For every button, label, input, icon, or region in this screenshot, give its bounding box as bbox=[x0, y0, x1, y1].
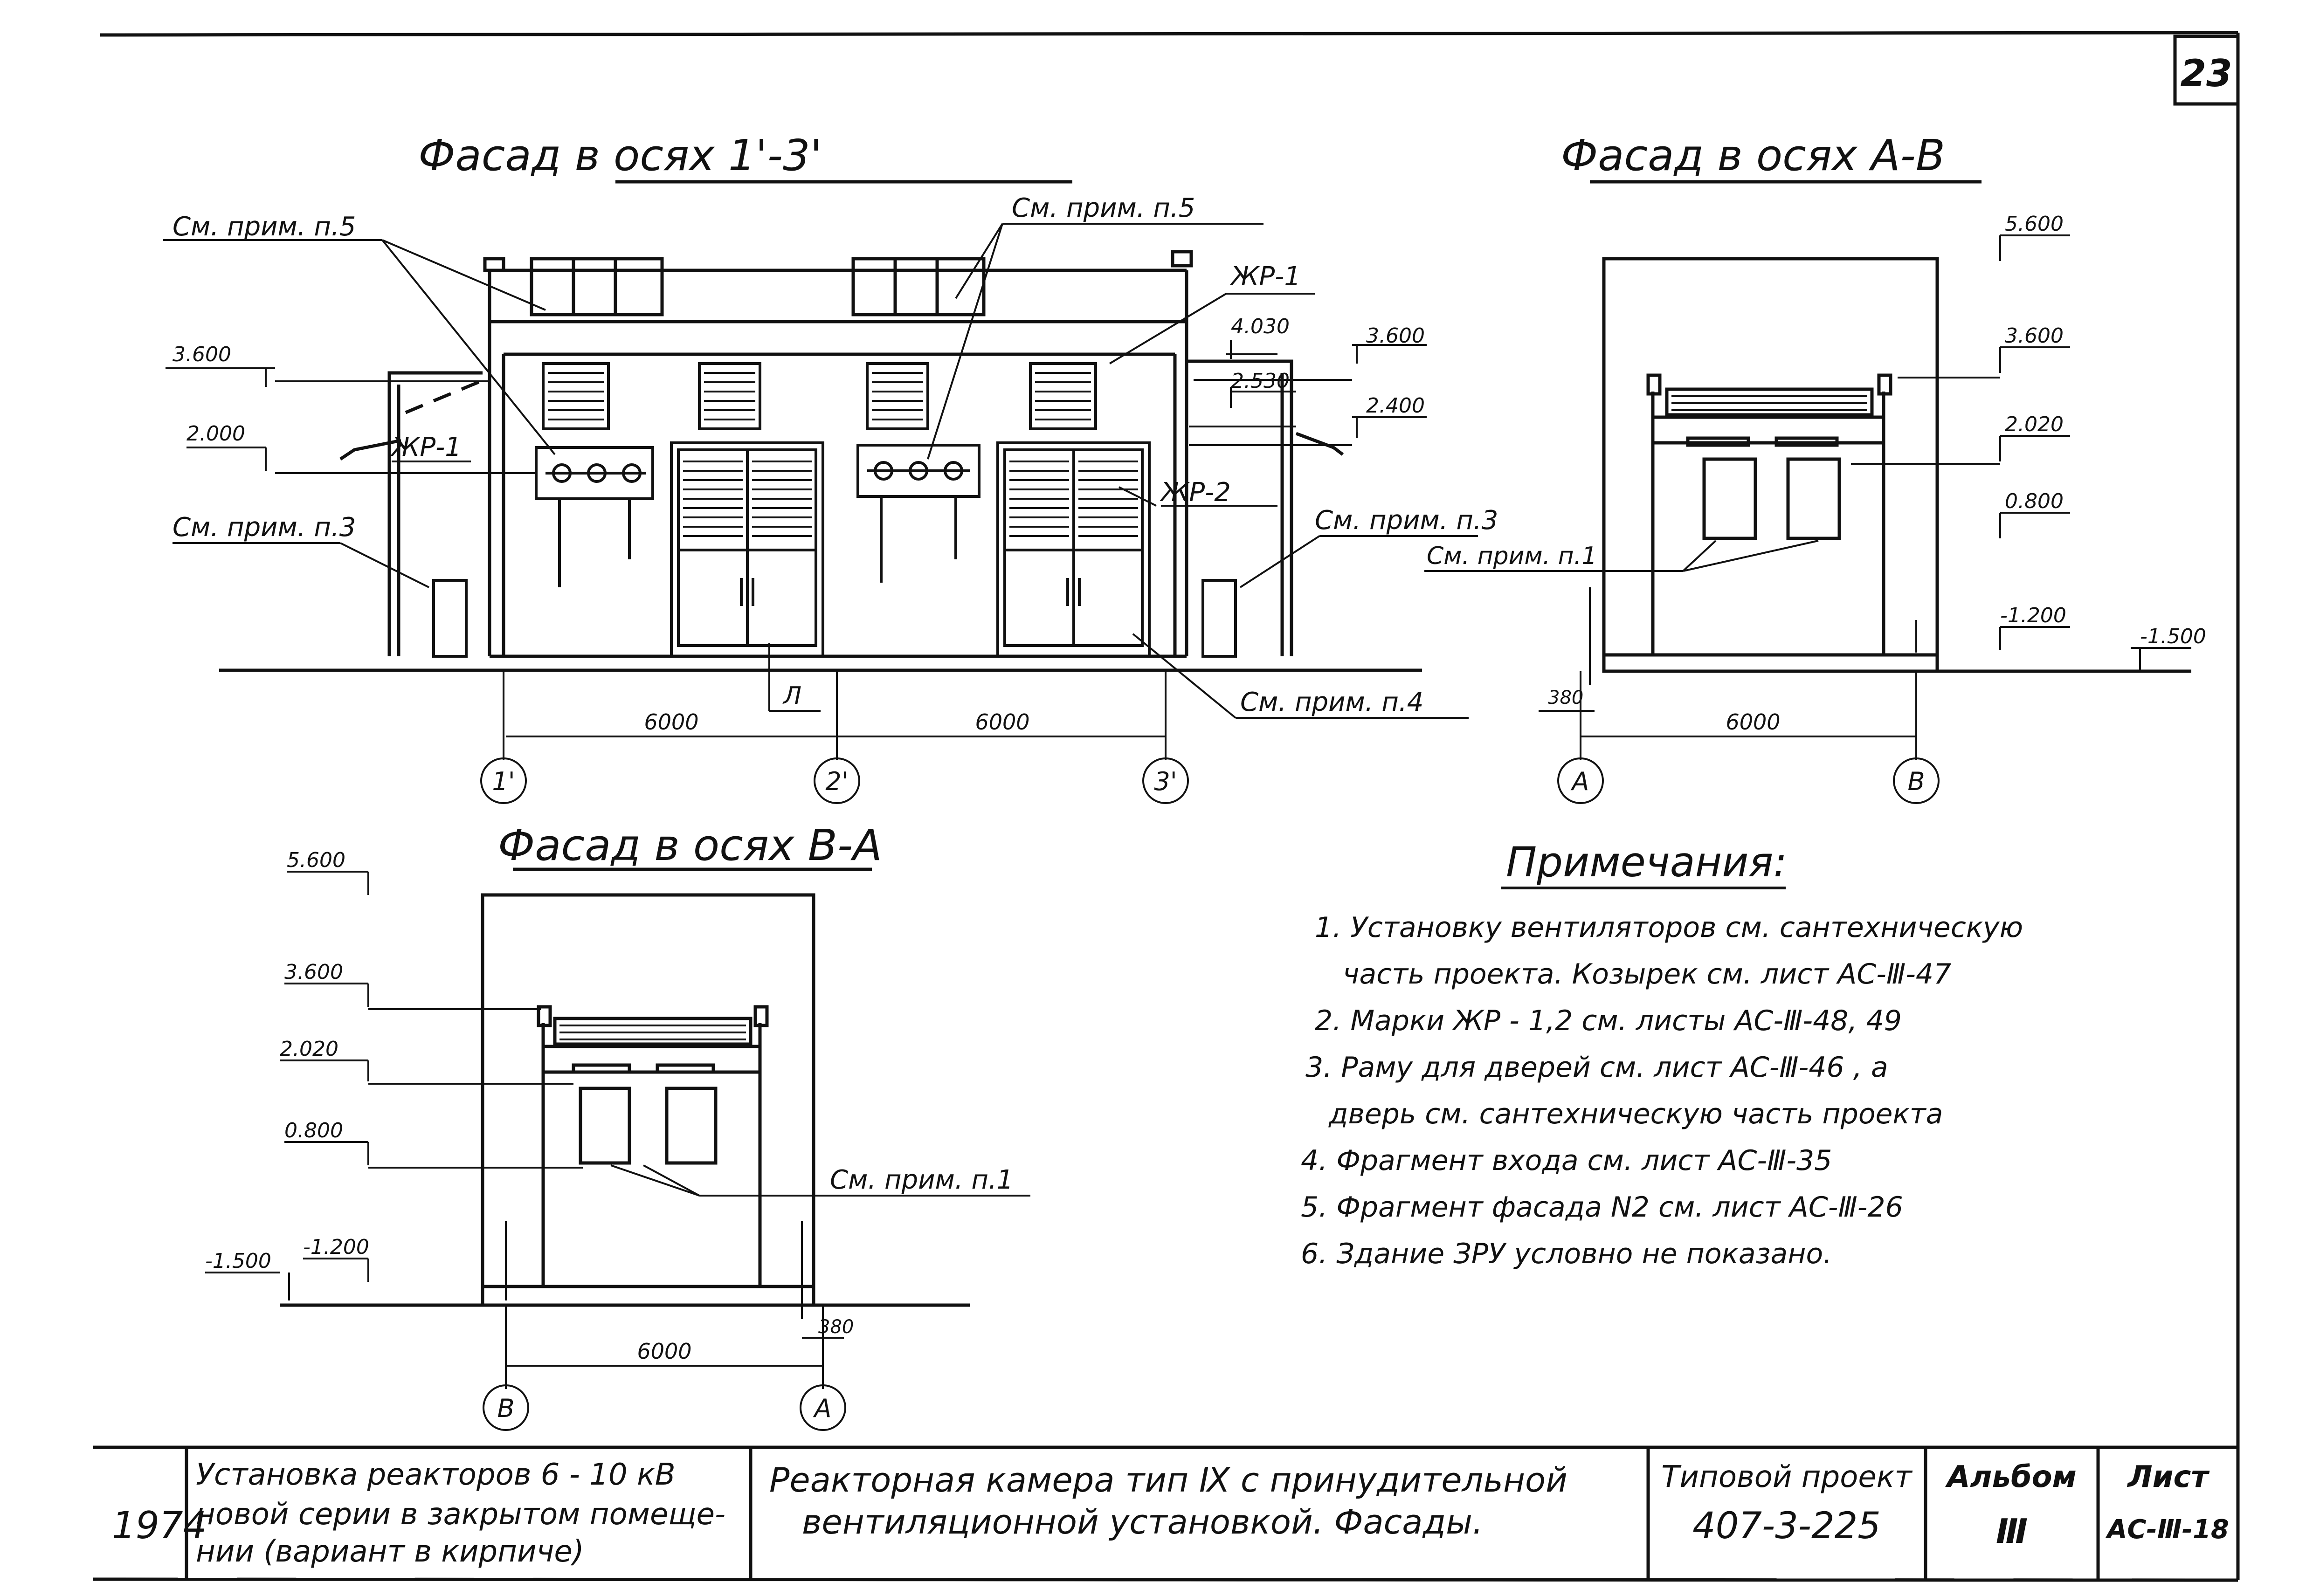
side-ba-level-0800: 0.800 bbox=[284, 1119, 343, 1142]
side-ba-axis-a: А bbox=[813, 1394, 832, 1423]
note-1a: 1. Установку вентиляторов см. сантехниче… bbox=[1315, 911, 2023, 944]
front-note-3-left: См. прим. п.3 bbox=[173, 512, 356, 543]
side-ab-level-3600: 3.600 bbox=[2005, 324, 2064, 348]
side-ba-dim-width: 6000 bbox=[637, 1339, 691, 1364]
side-ba-level-2020: 2.020 bbox=[280, 1037, 338, 1061]
front-louvers-upper bbox=[542, 362, 1097, 430]
side-ba-level-m1500: -1.500 bbox=[205, 1249, 271, 1273]
title-project-line-2: новой серии в закрытом помеще- bbox=[196, 1497, 725, 1532]
note-4: 4. Фрагмент входа см. лист АС-Ⅲ-35 bbox=[1301, 1144, 1832, 1177]
side-ba-level-5600: 5.600 bbox=[287, 848, 345, 872]
side-ab-annotations bbox=[1424, 234, 2191, 804]
front-dimension bbox=[480, 671, 1189, 804]
side-ab-level-5600: 5.600 bbox=[2005, 212, 2064, 236]
side-ba-title: Фасад в осях В-А bbox=[498, 820, 882, 870]
title-project-line-1: Установка реакторов 6 - 10 кВ bbox=[196, 1458, 676, 1492]
side-ab-dim-offset: 380 bbox=[1548, 687, 1583, 709]
front-level-2530: 2.530 bbox=[1231, 369, 1290, 393]
front-building-outline bbox=[219, 250, 1422, 672]
front-dim-2: 6000 bbox=[975, 709, 1029, 735]
title-typical-number: 407-3-225 bbox=[1692, 1505, 1881, 1547]
front-axis-3: 3' bbox=[1154, 767, 1177, 796]
front-doors bbox=[432, 441, 1237, 658]
notes-block: Примечания: 1. Установку вентиляторов см… bbox=[1301, 838, 2023, 1270]
side-ba-dim-offset: 380 bbox=[818, 1316, 854, 1338]
side-ab-dim-width: 6000 bbox=[1726, 709, 1780, 735]
front-note-5-left: См. прим. п.5 bbox=[173, 212, 356, 242]
sheet-frame bbox=[93, 31, 2240, 1582]
front-level-2000: 2.000 bbox=[186, 422, 245, 446]
front-axis-1: 1' bbox=[492, 767, 515, 796]
side-ba-level-m1200: -1.200 bbox=[303, 1235, 369, 1259]
front-level-3600-left: 3.600 bbox=[173, 343, 231, 366]
note-6: 6. Здание ЗРУ условно не показано. bbox=[1301, 1238, 1832, 1270]
front-level-4030: 4.030 bbox=[1231, 315, 1290, 338]
front-note-4: См. прим. п.4 bbox=[1240, 687, 1423, 717]
front-mark-zhr2: ЖР-2 bbox=[1160, 477, 1231, 508]
front-fan-frames bbox=[535, 444, 980, 587]
title-album-value: Ⅲ bbox=[1996, 1512, 2028, 1551]
front-mark-l: Л bbox=[782, 682, 801, 710]
side-ab-building bbox=[1602, 257, 2191, 673]
title-drawing-line-1: Реакторная камера тип Ⅸ с принудительной bbox=[769, 1460, 1567, 1500]
sheet-number: 23 bbox=[2180, 52, 2232, 95]
title-sheet-value: АС-Ⅲ-18 bbox=[2105, 1514, 2229, 1545]
title-project-line-3: нии (вариант в кирпиче) bbox=[196, 1534, 584, 1569]
side-ba-building bbox=[280, 893, 970, 1307]
side-facade-ba: Фасад в осях В-А bbox=[205, 820, 1030, 1431]
side-ab-level-2020: 2.020 bbox=[2005, 413, 2064, 436]
note-3b: дверь см. сантехническую часть проекта bbox=[1328, 1098, 1943, 1130]
side-ab-level-m1500: -1.500 bbox=[2140, 625, 2206, 648]
side-ba-note: См. прим. п.1 bbox=[830, 1165, 1013, 1195]
front-mark-zhr1-right: ЖР-1 bbox=[1229, 261, 1301, 292]
front-facade: Фасад в осях 1'-3' bbox=[163, 131, 1498, 804]
side-ab-axis-a: А bbox=[1571, 767, 1589, 796]
note-5: 5. Фрагмент фасада N2 см. лист АС-Ⅲ-26 bbox=[1301, 1191, 1903, 1224]
front-facade-title: Фасад в осях 1'-3' bbox=[418, 131, 822, 180]
front-level-2400: 2.400 bbox=[1366, 394, 1425, 418]
title-drawing-line-2: вентиляционной установкой. Фасады. bbox=[802, 1502, 1483, 1541]
notes-heading: Примечания: bbox=[1506, 838, 1787, 886]
front-note-3-right: См. прим. п.3 bbox=[1315, 505, 1498, 536]
side-ba-annotations bbox=[205, 871, 1030, 1431]
front-dim-1: 6000 bbox=[644, 709, 698, 735]
title-block: 1974 Установка реакторов 6 - 10 кВ новой… bbox=[112, 1447, 2229, 1579]
note-2: 2. Марки ЖР - 1,2 см. листы АС-Ⅲ-48, 49 bbox=[1315, 1004, 1902, 1037]
sheet-number-box: 23 bbox=[2173, 34, 2240, 106]
side-ab-level-m1200: -1.200 bbox=[2000, 604, 2066, 627]
side-ba-axis-b: В bbox=[497, 1394, 514, 1423]
front-level-3600-right: 3.600 bbox=[1366, 324, 1425, 348]
side-facade-ab: Фасад в осях А-В bbox=[1424, 131, 2206, 804]
front-mark-zhr1-left: ЖР-1 bbox=[390, 432, 462, 462]
front-axis-2: 2' bbox=[825, 767, 848, 796]
note-3a: 3. Раму для дверей см. лист АС-Ⅲ-46 , а bbox=[1305, 1051, 1888, 1084]
front-level-marks bbox=[166, 340, 1427, 474]
side-ab-note: См. прим. п.1 bbox=[1427, 542, 1597, 570]
side-ab-axis-b: В bbox=[1907, 767, 1925, 796]
side-ab-level-0800: 0.800 bbox=[2005, 489, 2064, 513]
side-ab-title: Фасад в осях А-В bbox=[1561, 131, 1945, 180]
front-note-5-right: См. прим. п.5 bbox=[1012, 193, 1195, 223]
title-sheet-label: Лист bbox=[2127, 1460, 2210, 1494]
title-typical-label: Типовой проект bbox=[1661, 1460, 1913, 1494]
title-year: 1974 bbox=[112, 1504, 207, 1547]
note-1b: часть проекта. Козырек см. лист АС-Ⅲ-47 bbox=[1343, 958, 1951, 991]
front-leaders bbox=[163, 223, 1478, 719]
title-album-label: Альбом bbox=[1945, 1460, 2077, 1494]
side-ba-level-3600: 3.600 bbox=[284, 960, 343, 984]
